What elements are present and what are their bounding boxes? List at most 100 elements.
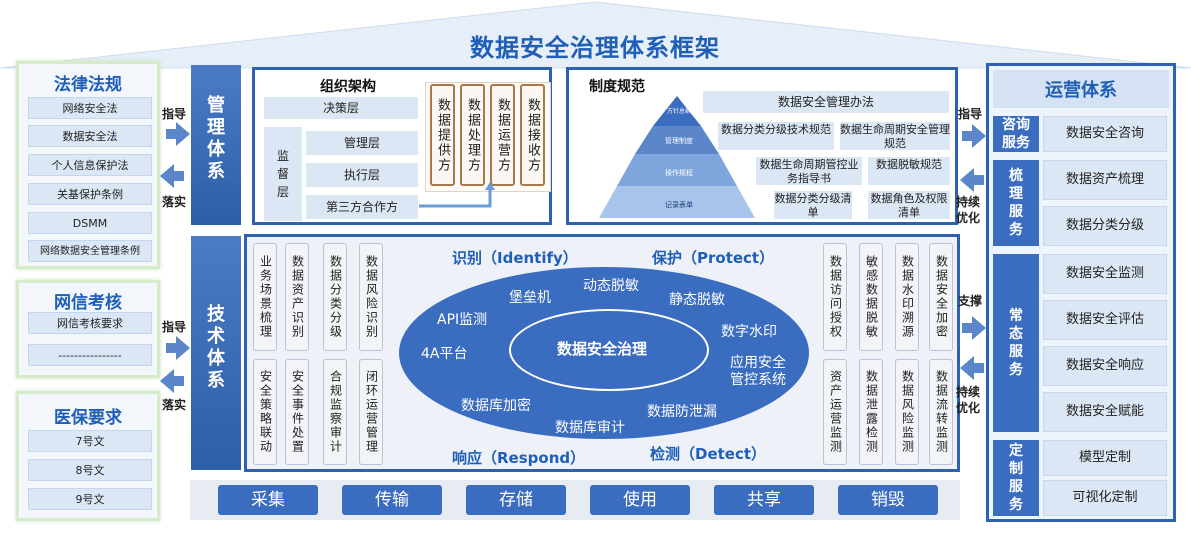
ops-service-item: 模型定制: [1043, 440, 1167, 476]
policy-item: 数据安全管理办法: [702, 90, 950, 114]
law-panel-heading: 法律法规: [54, 75, 122, 95]
ops-service-item: 数据资产梳理: [1043, 160, 1167, 200]
implement-label: 落实: [162, 398, 187, 412]
policy-box: 制度规范 方针总纲 管理制度 操作规程 记录表单 数据安全管理办法 数据分类分级…: [566, 67, 958, 225]
governance-core-ellipse: [509, 309, 709, 391]
tech-system-label: 技术体系: [207, 304, 225, 391]
tech-capability: 数据访问授权: [823, 243, 847, 351]
supervision-layer: 监督层: [263, 126, 303, 222]
tech-capability: 安全事件处置: [285, 359, 309, 465]
pyramid-level-label: 方针总纲: [667, 108, 692, 115]
tech-capability: 业务场景梳理: [253, 243, 277, 351]
lifecycle-stage: 存储: [466, 485, 566, 515]
medical-item: 8号文: [28, 459, 152, 481]
tech-tool: 动态脱敏: [583, 278, 639, 294]
law-item: 网络安全法: [28, 97, 152, 119]
ops-group-label-text: 咨询服务: [1002, 117, 1030, 151]
optimize-label: 持续优化: [956, 385, 981, 415]
medical-panel: 医保要求 7号文 8号文 9号文: [16, 391, 160, 521]
operations-panel: 运营体系 咨询服务 数据安全咨询 梳理服务 数据资产梳理 数据分类分级 常态服务…: [986, 63, 1176, 522]
tech-tool: 数据防泄漏: [647, 404, 717, 420]
ops-service-item: 数据分类分级: [1043, 206, 1167, 246]
law-item: 关基保护条例: [28, 183, 152, 205]
ops-service-item: 可视化定制: [1043, 480, 1167, 516]
tech-capability: 闭环运营管理: [359, 359, 383, 465]
tech-system-band: 技术体系: [191, 236, 241, 470]
tech-tool: 4A平台: [421, 346, 468, 362]
data-processor: 数据处理方: [460, 84, 485, 186]
ops-group-label-text: 梳理服务: [1009, 168, 1023, 238]
org-title: 组织架构: [320, 79, 376, 95]
pyramid-level-label: 操作规程: [665, 169, 693, 177]
policy-item: 数据分类分级技术规范: [717, 121, 835, 151]
page-title: 数据安全治理体系框架: [470, 34, 720, 62]
tech-capability: 数据风险识别: [359, 243, 383, 351]
operations-heading: 运营体系: [1045, 80, 1117, 101]
cac-panel: 网信考核 网信考核要求 ----------------: [16, 280, 160, 378]
lifecycle-stage: 传输: [342, 485, 442, 515]
medical-item: 9号文: [28, 488, 152, 510]
lifecycle-stage: 共享: [714, 485, 814, 515]
policy-item: 数据分类分级清单: [773, 190, 853, 220]
arrow-left-icon: [160, 164, 184, 188]
arrow-right-icon: [962, 316, 986, 340]
guide-label: 指导: [162, 107, 187, 121]
support-label: 支撑: [958, 294, 983, 308]
management-layer: 管理层: [305, 130, 419, 156]
ops-service-item: 数据安全监测: [1043, 254, 1167, 294]
org-structure-box: 组织架构 决策层 监督层 管理层 执行层 第三方合作方 数据提供方 数据处理方 …: [252, 67, 552, 225]
cac-panel-heading: 网信考核: [54, 293, 122, 313]
tech-tool: 应用安全管控系统: [730, 355, 786, 388]
pyramid-level-label: 记录表单: [665, 201, 693, 209]
ops-group-label: 定制服务: [993, 440, 1039, 516]
law-item: 个人信息保护法: [28, 154, 152, 176]
tech-capability: 数据安全加密: [929, 243, 953, 351]
lifecycle-bar: [190, 480, 960, 520]
optimize-label: 持续优化: [956, 195, 981, 225]
tech-tool: 堡垒机: [509, 290, 551, 306]
management-system-label: 管理体系: [207, 95, 225, 182]
tech-capability: 合规监察审计: [323, 359, 347, 465]
tech-tool: 数据库审计: [555, 420, 625, 436]
cac-item: ----------------: [28, 344, 152, 366]
governance-core-label: 数据安全治理: [557, 340, 648, 358]
tech-capability: 资产运营监测: [823, 359, 847, 465]
guide-label: 指导: [958, 107, 983, 121]
cac-item: 网信考核要求: [28, 312, 152, 334]
data-operator: 数据运营方: [490, 84, 515, 186]
lifecycle-stage: 销毁: [838, 485, 938, 515]
policy-item: 数据生命周期安全管理规范: [839, 121, 951, 151]
tech-tool: 静态脱敏: [669, 292, 725, 308]
decision-layer: 决策层: [263, 96, 419, 120]
quadrant-protect: 保护（Protect）: [652, 249, 775, 267]
law-item: 数据安全法: [28, 125, 152, 147]
arrow-left-icon: [960, 356, 984, 380]
lifecycle-stage: 采集: [218, 485, 318, 515]
quadrant-identify: 识别（Identify）: [452, 249, 578, 267]
tech-capability: 数据分类分级: [323, 243, 347, 351]
ops-group-label-text: 常态服务: [1009, 308, 1023, 378]
data-provider: 数据提供方: [430, 84, 455, 186]
tech-capability: 数据水印溯源: [895, 243, 919, 351]
law-item: 网络数据安全管理条例: [28, 240, 152, 262]
tech-capability: 数据资产识别: [285, 243, 309, 351]
medical-item: 7号文: [28, 430, 152, 452]
tech-capability: 数据流转监测: [929, 359, 953, 465]
law-item: DSMM: [28, 212, 152, 234]
policy-title: 制度规范: [589, 79, 645, 95]
arrow-left-icon: [160, 369, 184, 393]
ops-group-label: 梳理服务: [993, 160, 1039, 246]
tech-capability: 数据风险监测: [895, 359, 919, 465]
policy-item: 数据生命周期管控业务指导书: [755, 156, 863, 186]
guide-label: 指导: [162, 320, 187, 334]
arrow-left-icon: [960, 168, 984, 192]
policy-item: 数据脱敏规范: [867, 156, 951, 186]
execution-layer: 执行层: [305, 162, 419, 188]
tech-capability: 敏感数据脱敏: [859, 243, 883, 351]
lifecycle-stage: 使用: [590, 485, 690, 515]
tech-tool: 数据库加密: [461, 398, 531, 414]
third-party-layer: 第三方合作方: [305, 194, 419, 220]
policy-pyramid: [599, 96, 755, 218]
management-system-band: 管理体系: [191, 65, 241, 225]
arrow-right-icon: [962, 124, 986, 148]
